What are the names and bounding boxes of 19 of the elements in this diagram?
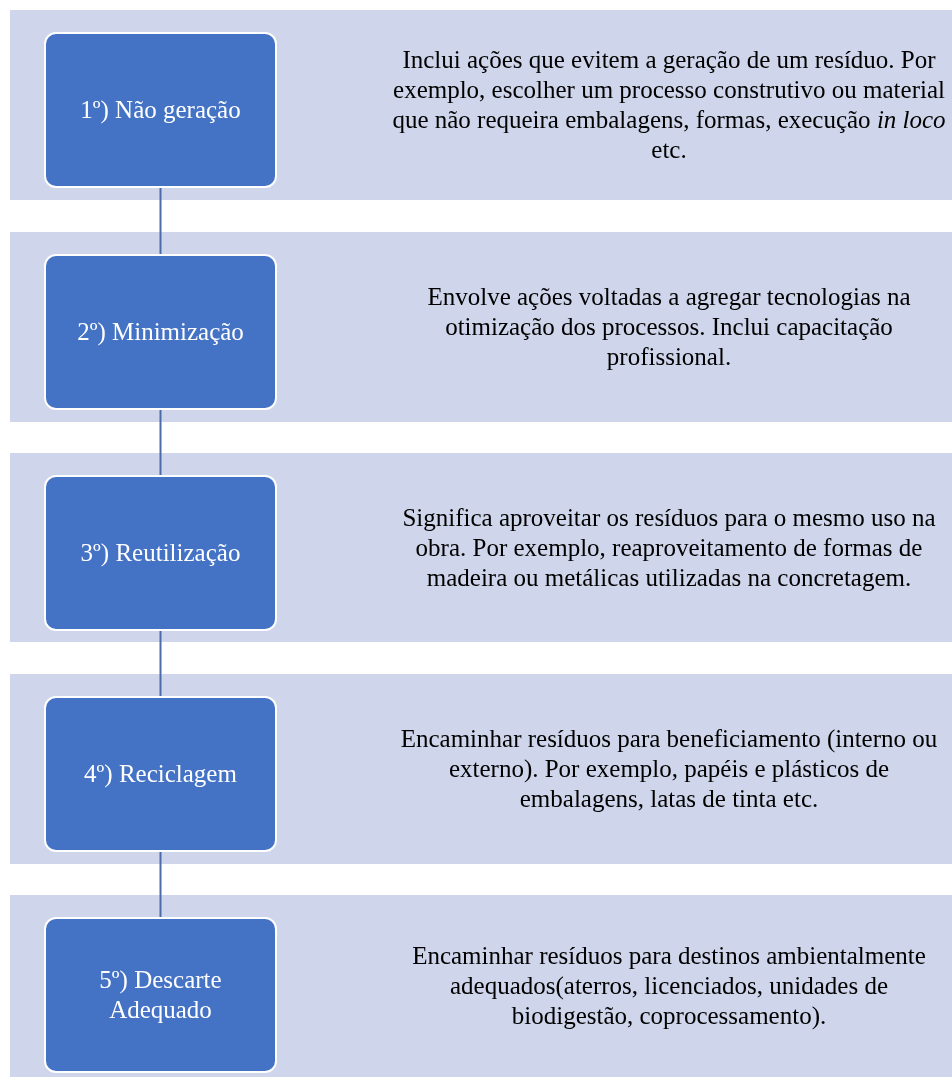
step-band [10, 674, 952, 864]
step-band [10, 10, 952, 200]
step-box: 2º) Minimização [44, 254, 277, 410]
description-text: Encaminhar resíduos para destinos ambientalmente adequados(aterros, licenciados, unidades de biodigestão, coprocessamento). [411, 941, 927, 1031]
description-text: Inclui ações que evitem a geração de um resíduo. Por exemplo, escolher um processo construtivo ou material que não requeira embalagens, formas, execução in loco etc. [391, 45, 947, 165]
connector-line [159, 851, 162, 918]
step-band [10, 232, 952, 422]
step-box: 1º) Não geração [44, 32, 277, 188]
connector-line [159, 409, 162, 476]
description-text: Encaminhar resíduos para beneficiamento (interno ou externo). Por exemplo, papéis e plásticos de embalagens, latas de tinta etc. [399, 724, 939, 814]
description-text: Envolve ações voltadas a agregar tecnologias na otimização dos processos. Inclui capacitação profissional. [426, 282, 912, 372]
connector-line [159, 187, 162, 255]
step-box: 5º) Descarte Adequado [44, 917, 277, 1073]
step-box: 3º) Reutilização [44, 475, 277, 631]
step-box: 4º) Reciclagem [44, 696, 277, 852]
step-band [10, 895, 952, 1077]
step-band [10, 453, 952, 642]
connector-line [159, 630, 162, 697]
description-text: Significa aproveitar os resíduos para o mesmo uso na obra. Por exemplo, reaproveitamento de formas de madeira ou metálicas utilizadas na concretagem. [401, 502, 937, 593]
